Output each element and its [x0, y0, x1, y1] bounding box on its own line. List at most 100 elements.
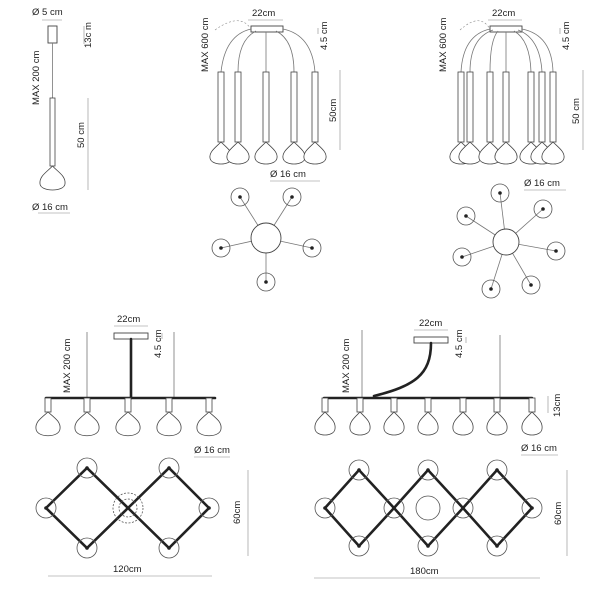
l7-top-shade-1 — [314, 497, 336, 519]
l7-top-dot-7 — [530, 506, 534, 510]
l7-top-dot-5 — [461, 506, 465, 510]
p5-top-dot-2 — [290, 195, 294, 199]
l7-tube-1 — [321, 397, 329, 413]
single-pendant-drawing: Ø 5 cm 13c m MAX 200 cm 50 cm Ø 16 cm — [31, 7, 94, 214]
p5-glass-5 — [303, 141, 327, 165]
p5-glass-1 — [209, 141, 233, 165]
l7-top-shade-3 — [383, 497, 405, 519]
p7-top-dot-6 — [489, 287, 493, 291]
l5-glass-5 — [196, 411, 222, 437]
l7-top-view — [314, 459, 543, 557]
l5-canopy-label: 22cm — [117, 314, 140, 325]
p7-tube-5 — [527, 71, 535, 143]
p7-max-label: MAX 600 cm — [438, 18, 449, 72]
p7-cord-range — [459, 20, 491, 31]
l5-top-dot-5 — [85, 546, 89, 550]
p5-top-view — [211, 187, 322, 292]
l7-body-label: 13cm — [552, 394, 563, 417]
l5-glass-4 — [156, 411, 182, 437]
p7-canopy — [489, 25, 523, 33]
p7-canopy-top — [492, 228, 520, 256]
canopy-height-label: 13c m — [83, 22, 94, 48]
single-canopy — [47, 25, 58, 44]
l7-height-label: 4.5 cm — [454, 329, 465, 358]
p7-tube-1 — [457, 71, 465, 143]
p5-pendants — [209, 71, 327, 165]
l7-top-dot-6 — [495, 468, 499, 472]
l5-top-dot-3 — [167, 466, 171, 470]
l5-glass-2 — [74, 411, 100, 437]
p7-pendants — [449, 71, 565, 165]
l7-top-shade-10 — [486, 535, 508, 557]
l5-depth-label: 60cm — [232, 501, 243, 524]
l7-power-cord — [372, 341, 433, 398]
l5-top-shade-4 — [198, 497, 220, 519]
p7-tube-3 — [486, 71, 494, 143]
p5-tube-4 — [290, 71, 298, 143]
single-max-label: MAX 200 cm — [31, 51, 42, 105]
l7-tube-7 — [528, 397, 536, 413]
p7-top-dot-7 — [529, 283, 533, 287]
l5-top-dot-2 — [85, 466, 89, 470]
p5-top-shade-1 — [230, 187, 250, 207]
l7-top-dot-2 — [357, 468, 361, 472]
p5-top-dot-3 — [219, 246, 223, 250]
p5-tube-2 — [234, 71, 242, 143]
l7-glass-6 — [486, 411, 508, 436]
l5-tube-3 — [124, 397, 132, 413]
p7-tube-7 — [549, 71, 557, 143]
p5-tube-5 — [311, 71, 319, 143]
l7-pendants — [314, 397, 543, 436]
cluster-5-pendant-drawing: 22cm MAX 600 cm 4.5 cm 50cm Ø 16 cm — [200, 8, 341, 292]
l5-top-shade-2 — [76, 457, 98, 479]
l7-glass-7 — [521, 411, 543, 436]
p7-cord-3 — [489, 30, 499, 73]
l7-canopy-top — [415, 495, 441, 521]
p5-glass-3 — [254, 141, 278, 165]
l7-top-shade-5 — [452, 497, 474, 519]
p7-top-shade-2 — [490, 183, 510, 203]
l7-top-dot-9 — [426, 544, 430, 548]
p7-top-shade-4 — [452, 247, 472, 267]
p7-cord-7 — [521, 28, 554, 73]
l5-tube-1 — [44, 397, 52, 413]
p5-glass-label: Ø 16 cm — [270, 169, 306, 180]
l5-top-view — [35, 457, 220, 559]
p5-cord-1 — [220, 28, 252, 73]
p5-glass-2 — [226, 141, 250, 165]
p7-glass-label: Ø 16 cm — [524, 178, 560, 189]
l7-glass-4 — [417, 411, 439, 436]
l5-pendants — [35, 397, 222, 437]
p7-top-shade-6 — [481, 279, 501, 299]
p7-glass-2 — [458, 141, 482, 165]
p7-tube-2 — [466, 71, 474, 143]
l5-glass-3 — [115, 411, 141, 437]
l5-top-shade-1 — [35, 497, 57, 519]
p5-tube-3 — [262, 71, 270, 143]
body-length-label: 50 cm — [76, 122, 87, 148]
p7-canopy-label: 22cm — [492, 8, 515, 19]
l7-canopy-label: 22cm — [419, 318, 442, 329]
p7-top-dot-5 — [554, 249, 558, 253]
l7-glass-1 — [314, 411, 336, 436]
p7-cord-5 — [513, 30, 532, 73]
l5-top-shade-5 — [76, 537, 98, 559]
p7-top-shade-1 — [456, 206, 476, 226]
p7-cord-2 — [469, 29, 494, 73]
single-tube — [49, 97, 56, 167]
l7-tube-5 — [459, 397, 467, 413]
p5-top-dot-1 — [238, 195, 242, 199]
p7-top-shade-7 — [521, 275, 541, 295]
l5-glass-label: Ø 16 cm — [194, 445, 230, 456]
p7-top-dot-4 — [460, 255, 464, 259]
l5-max-label: MAX 200 cm — [62, 339, 73, 393]
l7-tube-6 — [493, 397, 501, 413]
l5-tube-5 — [205, 397, 213, 413]
p5-top-shade-2 — [282, 187, 302, 207]
l7-top-shade-4 — [417, 459, 439, 481]
p5-max-label: MAX 600 cm — [200, 18, 211, 72]
l7-width-label: 180cm — [410, 566, 439, 577]
l5-height-label: 4.5 cm — [153, 329, 164, 358]
p5-top-dot-4 — [310, 246, 314, 250]
l7-top-shade-2 — [348, 459, 370, 481]
